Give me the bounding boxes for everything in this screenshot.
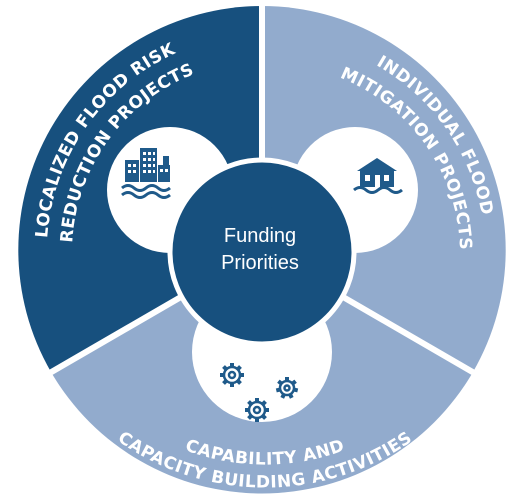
house-flood-icon	[353, 158, 403, 194]
gear-tooth	[285, 377, 289, 382]
gear-tooth	[222, 365, 229, 372]
gear-tooth	[260, 413, 267, 420]
gear-tooth	[277, 379, 284, 386]
gear-tooth	[292, 387, 299, 393]
gear-tooth	[239, 373, 244, 377]
gear-tooth	[287, 392, 294, 399]
gear-tooth	[247, 400, 254, 407]
gear-tooth	[280, 392, 287, 399]
gear-tooth	[235, 378, 242, 385]
gear-tooth	[230, 382, 234, 387]
gear-teeth	[220, 363, 299, 422]
gear-tooth	[255, 417, 259, 422]
gear-tooth	[247, 413, 254, 420]
gear-tooth	[275, 387, 282, 393]
center-circle	[167, 157, 357, 347]
gear-tooth	[260, 400, 267, 407]
gear-tooth	[230, 363, 234, 368]
city-flood-icon	[121, 148, 171, 199]
gear-tooth	[235, 365, 242, 372]
gear-tooth	[222, 378, 229, 385]
gear-tooth	[220, 373, 225, 377]
gear-tooth	[290, 379, 297, 386]
gear-tooth	[264, 408, 269, 412]
gear-tooth	[255, 398, 259, 403]
gear-tooth	[245, 408, 250, 412]
